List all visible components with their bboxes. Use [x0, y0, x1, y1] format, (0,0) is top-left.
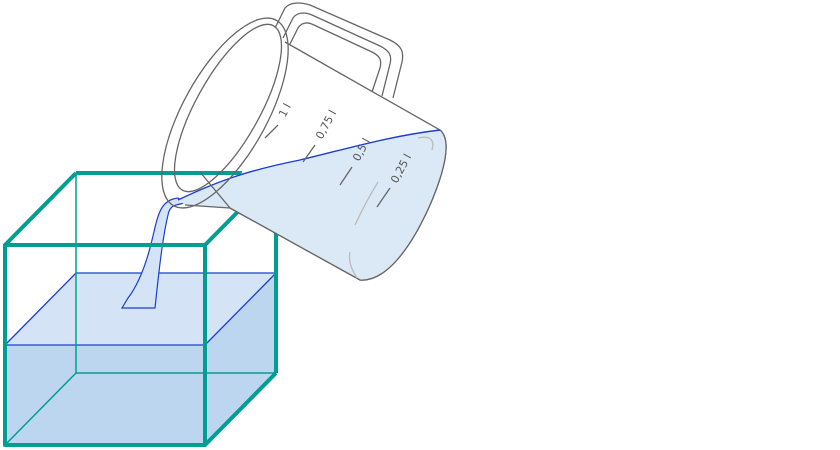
cube-back-edges [4, 173, 276, 446]
cube-water [4, 272, 278, 445]
jug-rim [161, 17, 289, 209]
jug-handle [274, 2, 404, 99]
jug-label-1l: 1 l [276, 101, 294, 119]
jug-water [178, 130, 447, 281]
water-stream [120, 197, 187, 309]
measuring-jug [161, 2, 447, 281]
